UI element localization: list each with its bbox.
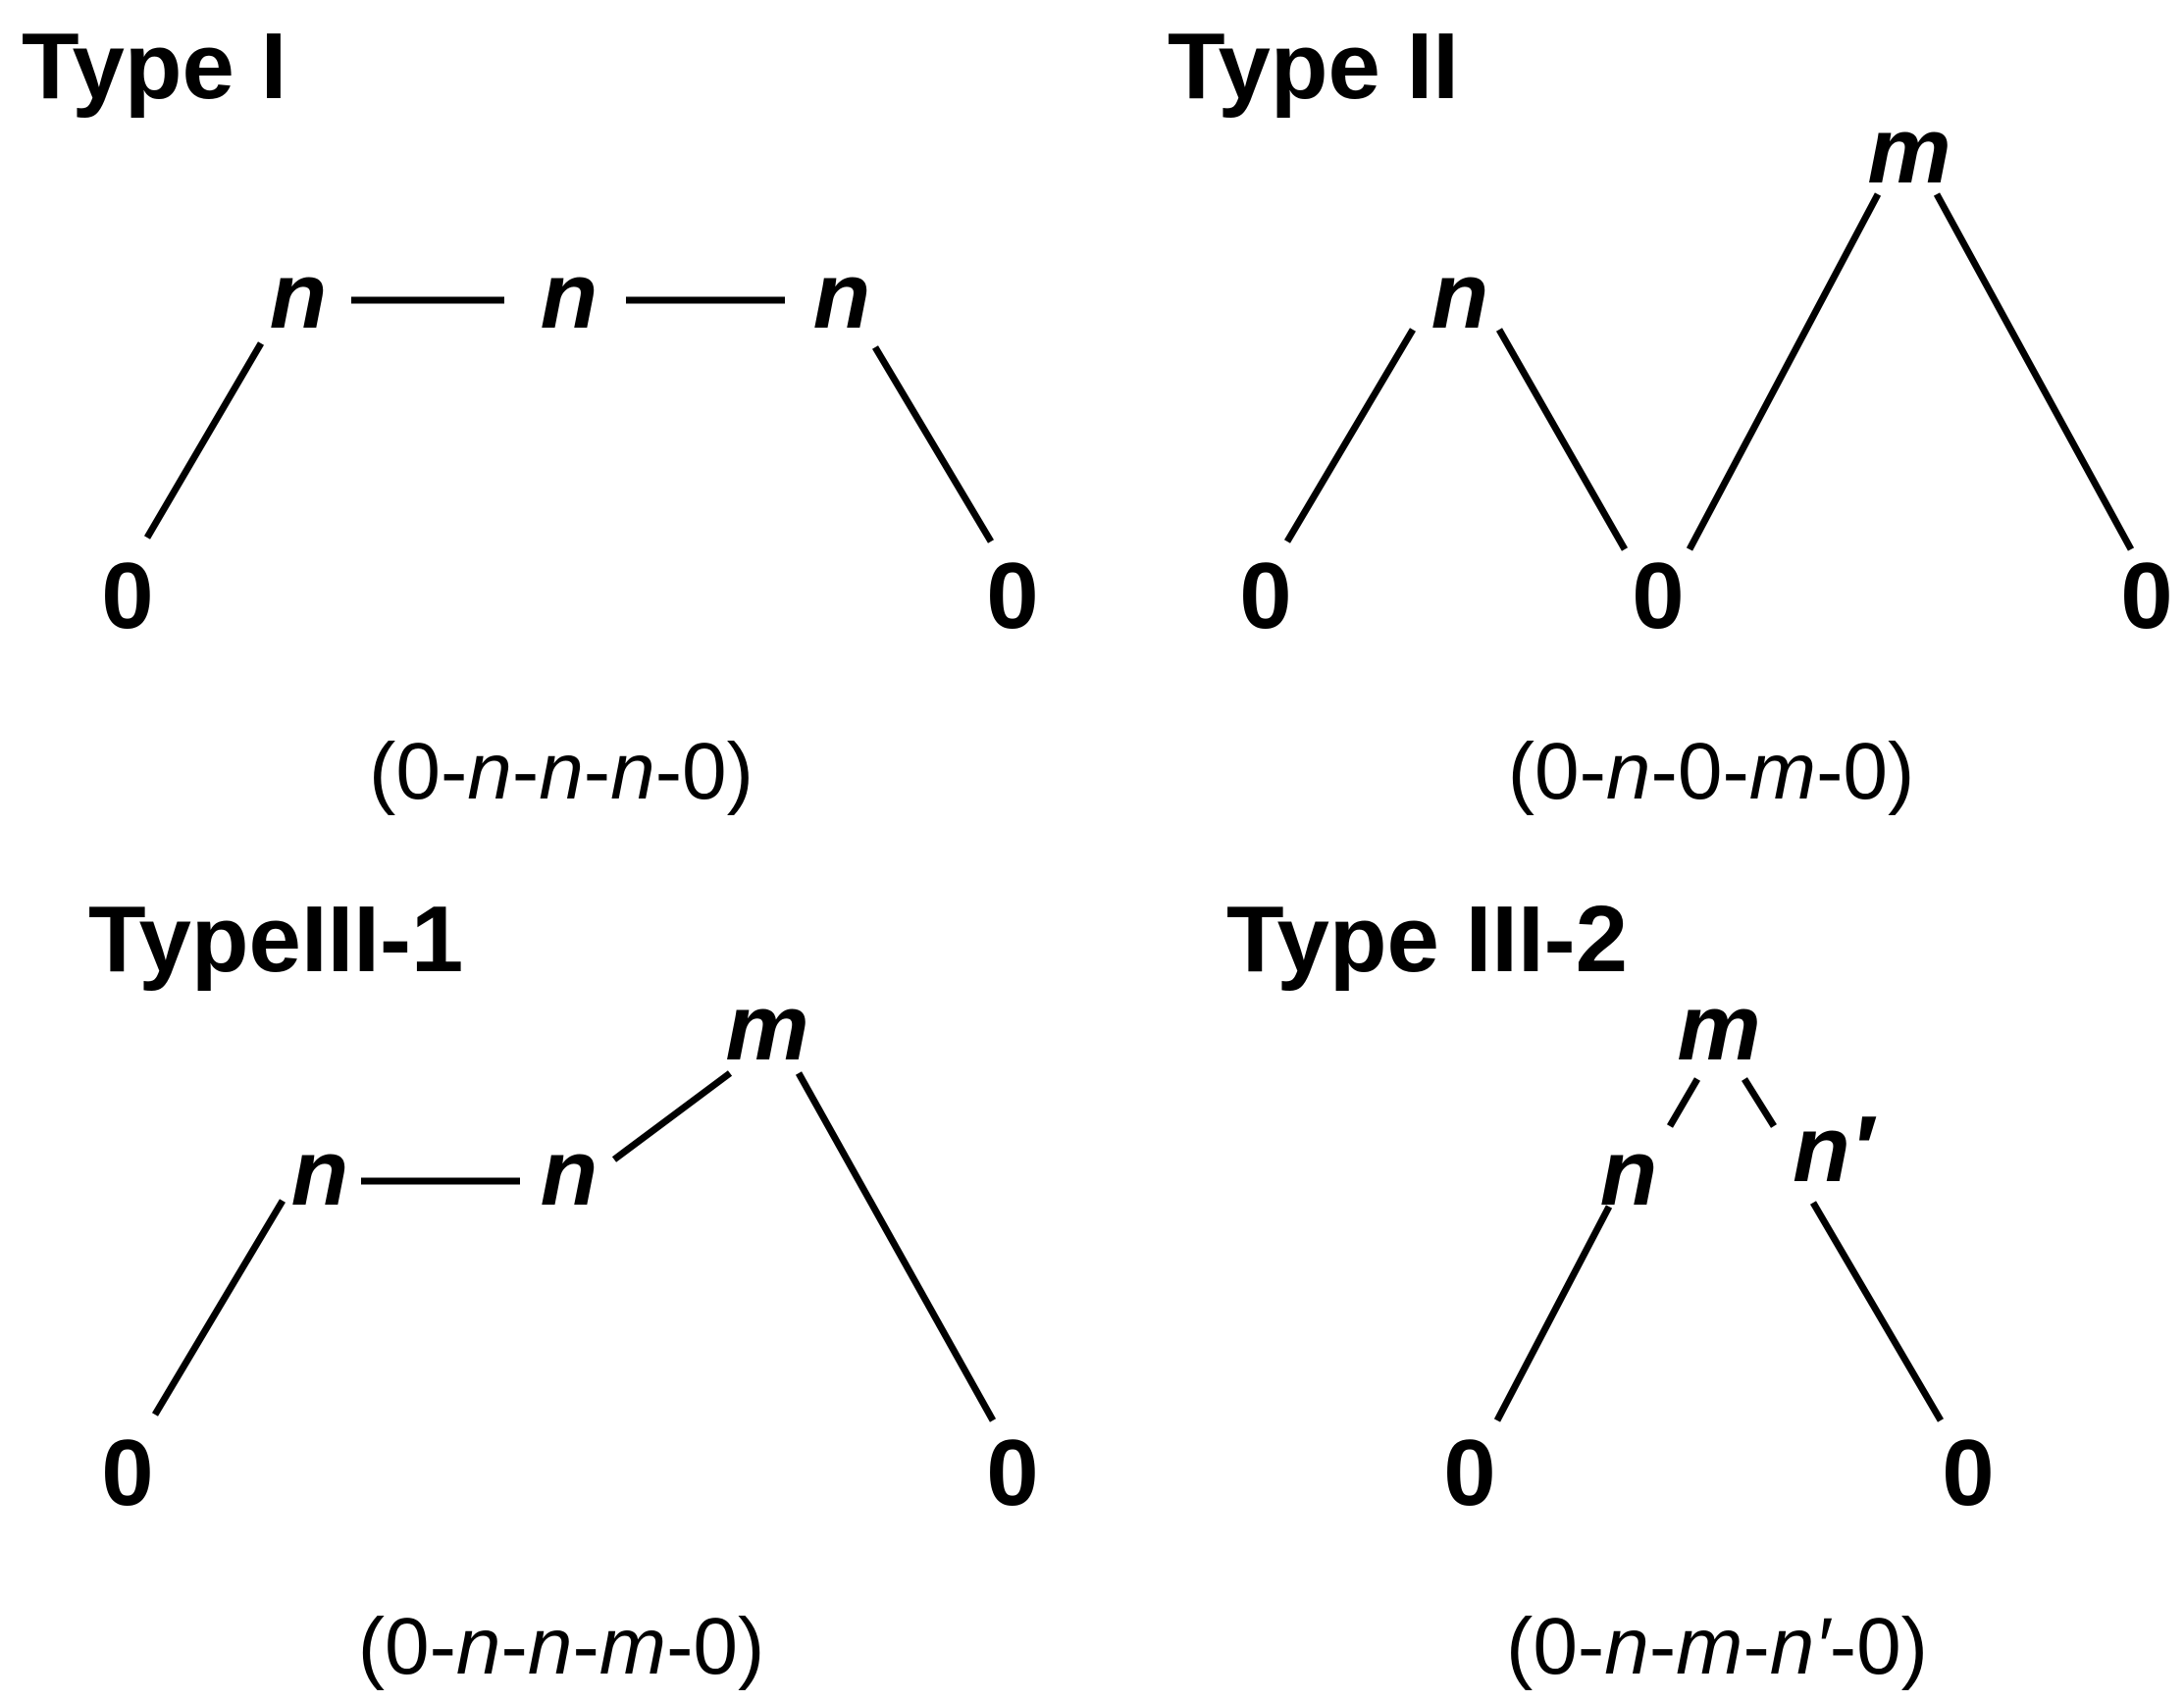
node-m: m — [1867, 98, 1950, 203]
sequence-text: (0- — [1506, 1602, 1604, 1691]
edge — [1686, 192, 1882, 551]
edge — [1666, 1077, 1701, 1128]
node-n-1: n — [291, 1120, 349, 1225]
sequence-text: -0) — [666, 1602, 764, 1691]
edge — [1742, 1077, 1777, 1128]
sequence-text: (0- — [369, 727, 467, 816]
panel-type-2: Type II 0 n 0 m 0 (0-n-0-m-0) — [1168, 14, 2173, 816]
node-n-3: n — [813, 243, 871, 348]
edge — [1495, 328, 1629, 551]
sequence-text: - — [501, 1602, 528, 1691]
sequence-label: (0-n-m-n′-0) — [1506, 1602, 1928, 1691]
sequence-variable: m — [1676, 1602, 1742, 1691]
node-n-2: n — [541, 243, 598, 348]
node-0-middle: 0 — [1632, 543, 1684, 648]
node-0-left: 0 — [101, 543, 153, 648]
panel-type-1: Type I 0 n n n 0 (0-n-n-n-0) — [22, 14, 1039, 816]
node-0-right: 0 — [986, 1420, 1038, 1525]
node-0-left: 0 — [1239, 543, 1291, 648]
sequence-text: - — [512, 727, 539, 816]
sequence-label: (0-n-n-m-0) — [358, 1602, 765, 1691]
sequence-label: (0-n-n-n-0) — [369, 727, 754, 816]
edge — [1283, 328, 1417, 543]
panel-title: Type III-2 — [1226, 887, 1628, 992]
edge — [871, 345, 995, 543]
edge — [795, 1071, 997, 1422]
sequence-label: (0-n-0-m-0) — [1508, 727, 1915, 816]
edge — [1809, 1201, 1945, 1422]
edge — [611, 1070, 733, 1162]
node-n-1: n — [270, 243, 328, 348]
node-0-right: 0 — [1942, 1420, 1994, 1525]
sequence-text: -0- — [1651, 727, 1749, 816]
sequence-text: (0- — [358, 1602, 456, 1691]
sequence-text: -0) — [1816, 727, 1914, 816]
node-0-right: 0 — [986, 543, 1038, 648]
panel-type-3-2: Type III-2 0 n m n′ 0 (0-n-m-n′-0) — [1226, 887, 1995, 1691]
edge — [143, 341, 265, 540]
sequence-variable: n — [1606, 727, 1651, 816]
node-0-left: 0 — [1443, 1420, 1495, 1525]
sequence-variable: n — [610, 727, 655, 816]
edge — [1933, 192, 2135, 551]
sequence-text: (0- — [1508, 727, 1606, 816]
node-m: m — [1677, 975, 1760, 1080]
sequence-text: - — [1649, 1602, 1676, 1691]
sequence-text: -0) — [655, 727, 754, 816]
panel-title: Type I — [22, 14, 286, 119]
sequence-variable: m — [1749, 727, 1816, 816]
sequence-text: - — [584, 727, 610, 816]
sequence-variable: n — [456, 1602, 501, 1691]
node-0-left: 0 — [101, 1420, 153, 1525]
node-m: m — [725, 975, 808, 1080]
edge — [1493, 1205, 1613, 1422]
node-n-prime: n′ — [1793, 1097, 1877, 1202]
panel-title: TypeIII-1 — [88, 887, 463, 992]
edge — [151, 1199, 286, 1417]
panel-type-3-1: TypeIII-1 0 n n m 0 (0-n-n-m-0) — [88, 887, 1039, 1691]
sequence-variable: n — [1604, 1602, 1649, 1691]
node-n: n — [1431, 243, 1489, 348]
sequence-text: - — [1742, 1602, 1769, 1691]
sequence-text: - — [572, 1602, 598, 1691]
node-0-right: 0 — [2120, 543, 2172, 648]
sequence-variable: n — [528, 1602, 573, 1691]
sequence-variable: n′ — [1770, 1602, 1833, 1691]
sequence-variable: n — [467, 727, 512, 816]
sequence-variable: m — [599, 1602, 666, 1691]
sequence-text: -0) — [1830, 1602, 1928, 1691]
sequence-variable: n — [539, 727, 584, 816]
node-n-2: n — [541, 1120, 598, 1225]
panel-title: Type II — [1168, 14, 1459, 119]
